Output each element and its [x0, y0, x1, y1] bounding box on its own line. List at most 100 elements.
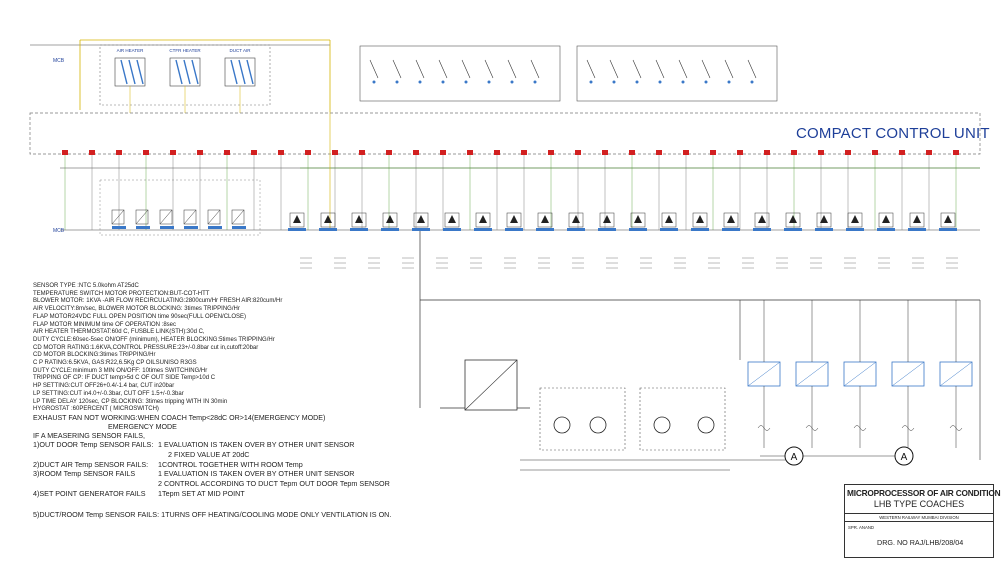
diode-icon [882, 215, 890, 223]
contactor [444, 212, 460, 228]
contactor-tag [784, 228, 802, 231]
relay-coil-red [791, 150, 797, 155]
relay-coil [533, 80, 537, 84]
contactor-tag [350, 228, 368, 231]
contactor [506, 212, 522, 228]
failure-action: 1CONTROL TOGETHER WITH ROOM Temp [158, 459, 303, 469]
breaker-label: MCB [53, 58, 65, 64]
relay-coil-red [386, 150, 392, 155]
note-line: CD MOTOR RATING:1.6KVA,CONTROL PRESSURE:… [33, 344, 259, 351]
sensor-tag [160, 226, 174, 229]
sensor-icon [207, 209, 221, 225]
sensor-slash [135, 209, 149, 225]
relay-coil-red [710, 150, 716, 155]
contactor [599, 212, 615, 228]
contactor [816, 212, 832, 228]
heater-coil [128, 59, 136, 85]
relay-coil-red [143, 150, 149, 155]
heater-label: CTFR HEATER [169, 48, 201, 53]
note-line: LP SETTING:CUT in4.0+/-0.3bar, CUT OFF 1… [33, 390, 184, 397]
contactor [475, 212, 491, 228]
relay-coil-red [197, 150, 203, 155]
motor-icon [589, 416, 607, 434]
sensor-icon [183, 209, 197, 225]
inverter-slash [891, 361, 925, 387]
ammeter-icon [894, 446, 914, 466]
contactor [630, 212, 646, 228]
relay-coil-red [872, 150, 878, 155]
diode-icon [665, 215, 673, 223]
relay-coil-red [305, 150, 311, 155]
note-line: IF A MEASERING SENSOR FAILS, [33, 431, 145, 440]
note-line: EMERGENCY MODE [108, 422, 177, 431]
contactor [785, 212, 801, 228]
relay-coil-red [62, 150, 68, 155]
failure-label: 1)OUT DOOR Temp SENSOR FAILS: [33, 440, 154, 449]
contactor-tag [691, 228, 709, 231]
drawing-subtitle: LHB TYPE COACHES [873, 499, 965, 509]
contactor [661, 212, 677, 228]
contactor-tag [815, 228, 833, 231]
diode-icon [324, 215, 332, 223]
relay-coil-red [332, 150, 338, 155]
relay-contact [392, 59, 402, 79]
contactor-tag [536, 228, 554, 231]
relay-coil [464, 80, 468, 84]
relay-coil-red [602, 150, 608, 155]
contactor-tag [505, 228, 523, 231]
sensor-tag [208, 226, 222, 229]
diode-icon [820, 215, 828, 223]
note-line: FLAP MOTOR MINIMUM time OF OPERATION :8s… [33, 321, 177, 328]
contactor-tag [908, 228, 926, 231]
relay-coil-red [899, 150, 905, 155]
note-line: HP SETTING:CUT OFF26+0.4/-1.4 bar, CUT i… [33, 383, 175, 390]
sensor-slash [111, 209, 125, 225]
relay-coil [681, 80, 685, 84]
diode-icon [851, 215, 859, 223]
relay-contact [461, 59, 471, 79]
relay-coil-red [818, 150, 824, 155]
relay-coil-red [845, 150, 851, 155]
relay-coil-red [413, 150, 419, 155]
contactor [847, 212, 863, 228]
diode-icon [510, 215, 518, 223]
sensor-tag [232, 226, 246, 229]
coil-icon [949, 425, 963, 431]
heater-coil [191, 59, 199, 85]
diode-icon [572, 215, 580, 223]
contactor-tag [629, 228, 647, 231]
contactor-tag [660, 228, 678, 231]
sensor-tag [112, 226, 126, 229]
heater-group [99, 44, 271, 106]
sensor-slash [207, 209, 221, 225]
relay-contact [655, 59, 665, 79]
contactor [878, 212, 894, 228]
heater-coil [246, 59, 254, 85]
relay-coil-red [575, 150, 581, 155]
division-label: WESTERN RAILWAY MUMBAI DIVISION [845, 513, 993, 522]
relay-panel-1 [359, 45, 561, 102]
relay-coil [487, 80, 491, 84]
contactor [289, 212, 305, 228]
relay-contact [678, 59, 688, 79]
relay-contact [586, 59, 596, 79]
heater-label: AIR HEATER [117, 48, 144, 53]
note-line: EXHAUST FAN NOT WORKING:WHEN COACH Temp<… [33, 413, 326, 422]
motor-group-2 [639, 387, 726, 451]
relay-contact [438, 59, 448, 79]
sensor-icon [159, 209, 173, 225]
motor-icon [697, 416, 715, 434]
failure-action: 1Tepm SET AT MID POINT [158, 488, 245, 498]
diode-icon [293, 215, 301, 223]
heater-coil [120, 59, 128, 85]
contactor-tag [846, 228, 864, 231]
contactor [382, 212, 398, 228]
sensor-icon [111, 209, 125, 225]
diode-icon [634, 215, 642, 223]
diode-icon [448, 215, 456, 223]
drawing-number: DRG. NO RAJ/LHB/208/04 [877, 538, 964, 547]
inverter-slash [795, 361, 829, 387]
contactor [940, 212, 956, 228]
relay-contact [369, 59, 379, 79]
coil-icon [805, 425, 819, 431]
